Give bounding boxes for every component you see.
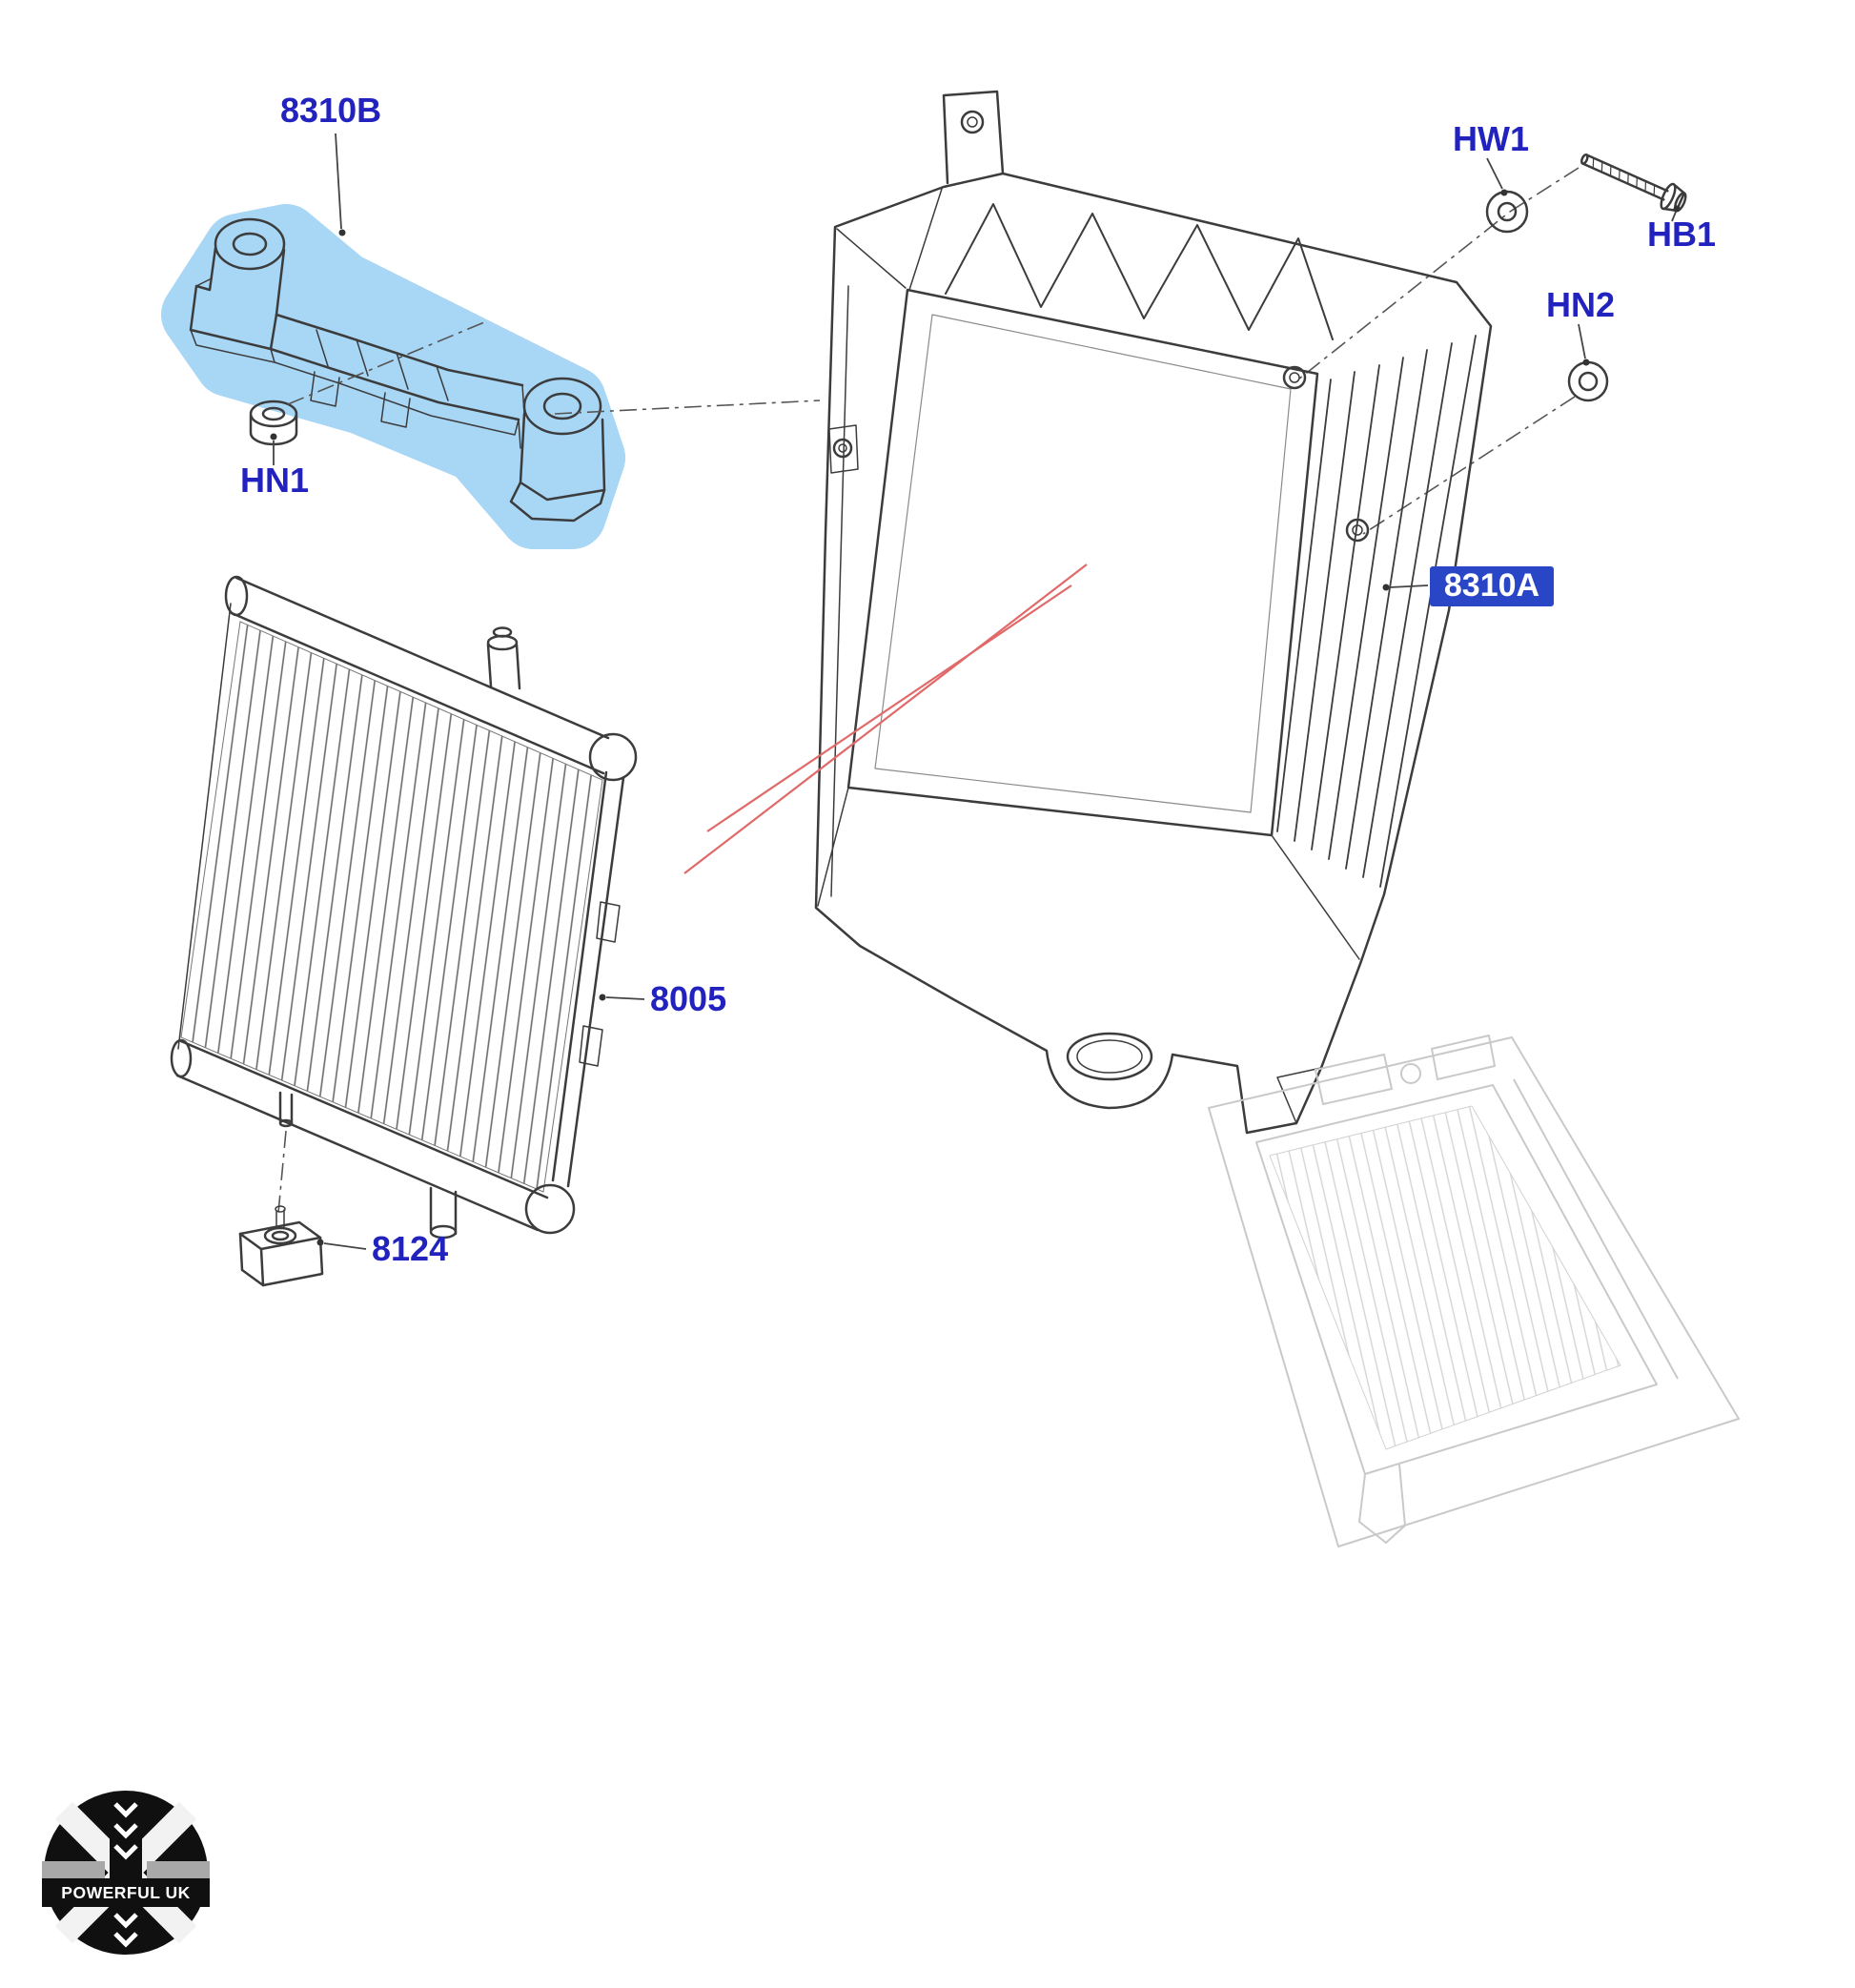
radiator-drawing — [170, 575, 638, 1240]
powerful-uk-logo: POWERFUL UK — [42, 1791, 210, 1955]
logo-text: POWERFUL UK — [61, 1883, 190, 1902]
label-8005: 8005 — [650, 979, 726, 1018]
label-8310b: 8310B — [280, 91, 381, 130]
label-hw1: HW1 — [1453, 119, 1529, 158]
label-8310a: 8310A — [1444, 567, 1539, 604]
ghost-assembly-drawing — [1208, 1035, 1740, 1547]
label-hb1: HB1 — [1647, 215, 1716, 254]
surround-drawing — [814, 90, 1493, 1135]
label-8310a-selected: 8310A — [1430, 566, 1554, 606]
assembly-axis-lines — [277, 167, 1580, 1214]
bolt-hb1-drawing — [1580, 154, 1687, 213]
mount-8124-drawing — [238, 1205, 324, 1287]
tread-pattern — [113, 1802, 138, 1948]
label-hn2: HN2 — [1546, 285, 1615, 324]
radiator-core-fins — [180, 621, 603, 1193]
red-pointer-lines — [683, 564, 1088, 874]
bracket-highlight — [161, 204, 625, 549]
leader-lines — [270, 133, 1681, 1250]
washer-hw1-drawing — [1485, 190, 1529, 234]
label-8124: 8124 — [372, 1229, 448, 1268]
nut-hn2-drawing — [1567, 360, 1609, 402]
bracket-drawing — [189, 217, 606, 523]
label-hn1: HN1 — [240, 461, 309, 500]
